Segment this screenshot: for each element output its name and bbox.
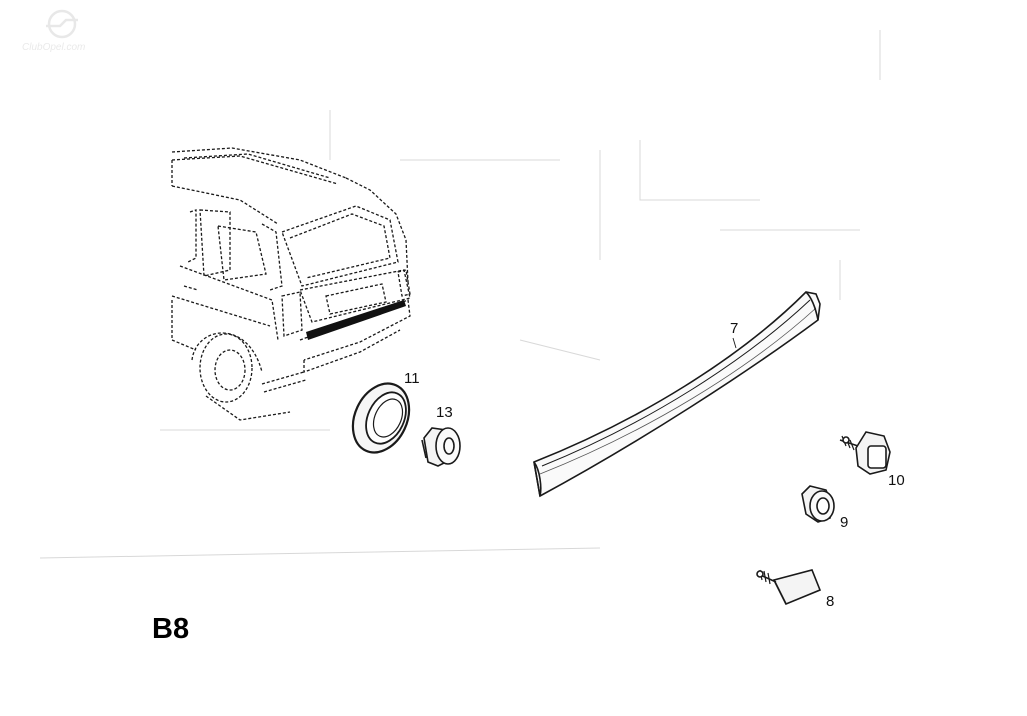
label-part-7: 7	[730, 320, 738, 337]
part-7-strip	[533, 291, 821, 498]
label-part-10: 10	[888, 472, 905, 489]
watermark-logo: ClubOpel.com	[22, 9, 85, 53]
opel-blitz-icon	[46, 9, 78, 39]
strip-position-marker	[306, 300, 406, 340]
part-10-clip-with-screw	[839, 431, 891, 475]
label-part-11: 11	[404, 370, 420, 387]
part-8-end-cap	[756, 569, 822, 606]
part-9-clip	[801, 485, 835, 523]
part-13-plug	[421, 427, 461, 467]
background-ghost-lines	[39, 30, 881, 559]
label-part-9: 9	[840, 514, 848, 531]
car-outline	[171, 147, 411, 421]
leader-lines	[732, 337, 737, 349]
watermark-text: ClubOpel.com	[22, 42, 85, 53]
part-11-grommet	[351, 382, 411, 454]
label-part-13: 13	[436, 404, 453, 421]
label-part-8: 8	[826, 593, 834, 610]
sheet-code: B8	[152, 613, 189, 645]
